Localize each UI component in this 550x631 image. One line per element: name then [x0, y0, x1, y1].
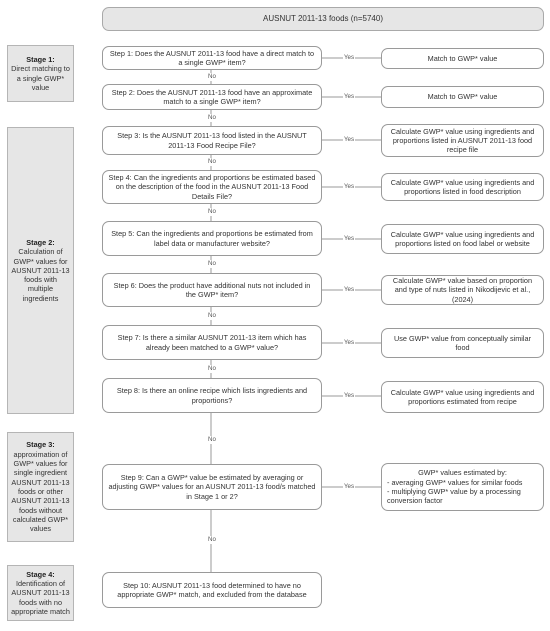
stage-2-panel: Stage 2: Calculation of GWP* values for …: [7, 127, 74, 414]
stage-4-description: Identification of AUSNUT 2011-13 foods w…: [11, 579, 70, 616]
no-label-3: No: [207, 158, 217, 166]
no-label-9: No: [207, 536, 217, 544]
no-label-5: No: [207, 260, 217, 268]
outcome-8-text: Calculate GWP* value using ingredients a…: [390, 387, 535, 406]
outcome-2-text: Match to GWP* value: [427, 92, 498, 102]
no-label-4: No: [207, 208, 217, 216]
yes-label-5: Yes: [343, 235, 356, 243]
yes-label-3: Yes: [343, 136, 356, 144]
step-1-text: Step 1: Does the AUSNUT 2011-13 food hav…: [109, 48, 315, 67]
outcome-6-text: Calculate GWP* value based on proportion…: [392, 276, 533, 304]
no-label-6: No: [207, 312, 217, 320]
step-8-box: Step 8: Is there an online recipe which …: [102, 378, 322, 413]
step-7-text: Step 7: Is there a similar AUSNUT 2011-1…: [117, 333, 307, 352]
step-8-text: Step 8: Is there an online recipe which …: [116, 386, 308, 405]
step-10-box: Step 10: AUSNUT 2011-13 food determined …: [102, 572, 322, 608]
step-9-box: Step 9: Can a GWP* value be estimated by…: [102, 464, 322, 510]
stage-2-title: Stage 2:: [26, 237, 55, 247]
step-4-box: Step 4: Can the ingredients and proporti…: [102, 170, 322, 204]
outcome-3-text: Calculate GWP* value using ingredients a…: [390, 126, 535, 155]
step-2-box: Step 2: Does the AUSNUT 2011-13 food hav…: [102, 84, 322, 110]
step-5-text: Step 5: Can the ingredients and proporti…: [111, 229, 313, 248]
no-label-1: No: [207, 73, 217, 81]
outcome-9-title: GWP* values estimated by:: [418, 468, 507, 478]
outcome-1-box: Match to GWP* value: [381, 48, 544, 69]
step-3-box: Step 3: Is the AUSNUT 2011-13 food liste…: [102, 126, 322, 155]
yes-label-4: Yes: [343, 183, 356, 191]
step-5-box: Step 5: Can the ingredients and proporti…: [102, 221, 322, 256]
outcome-8-box: Calculate GWP* value using ingredients a…: [381, 381, 544, 413]
outcome-7-text: Use GWP* value from conceptually similar…: [393, 333, 532, 352]
step-6-box: Step 6: Does the product have additional…: [102, 273, 322, 307]
outcome-9-list: - averaging GWP* values for similar food…: [387, 478, 538, 506]
outcome-3-box: Calculate GWP* value using ingredients a…: [381, 124, 544, 157]
step-4-text: Step 4: Can the ingredients and proporti…: [108, 173, 316, 201]
outcome-5-box: Calculate GWP* value using ingredients a…: [381, 224, 544, 254]
yes-label-7: Yes: [343, 339, 356, 347]
stage-3-description: approximation of GWP* values for single …: [11, 449, 70, 534]
outcome-6-box: Calculate GWP* value based on proportion…: [381, 275, 544, 305]
step-3-text: Step 3: Is the AUSNUT 2011-13 food liste…: [117, 131, 307, 150]
no-label-8: No: [207, 436, 217, 444]
step-7-box: Step 7: Is there a similar AUSNUT 2011-1…: [102, 325, 322, 360]
stage-2-description: Calculation of GWP* values for AUSNUT 20…: [11, 247, 70, 303]
outcome-4-text: Calculate GWP* value using ingredients a…: [390, 177, 535, 196]
step-10-text: Step 10: AUSNUT 2011-13 food determined …: [117, 580, 307, 599]
outcome-7-box: Use GWP* value from conceptually similar…: [381, 328, 544, 358]
yes-label-6: Yes: [343, 286, 356, 294]
no-label-2: No: [207, 114, 217, 122]
yes-label-1: Yes: [343, 54, 356, 62]
stage-4-panel: Stage 4: Identification of AUSNUT 2011-1…: [7, 565, 74, 621]
step-1-box: Step 1: Does the AUSNUT 2011-13 food hav…: [102, 46, 322, 70]
stage-1-panel: Stage 1: Direct matching to a single GWP…: [7, 45, 74, 102]
top-box: AUSNUT 2011-13 foods (n=5740): [102, 7, 544, 31]
stage-1-description: Direct matching to a single GWP* value: [11, 64, 70, 92]
stage-1-title: Stage 1:: [26, 54, 55, 64]
outcome-4-box: Calculate GWP* value using ingredients a…: [381, 173, 544, 201]
no-label-7: No: [207, 365, 217, 373]
outcome-9-item-2: - multiplying GWP* value by a processing…: [387, 487, 521, 506]
stage-4-title: Stage 4:: [26, 569, 55, 579]
step-6-text: Step 6: Does the product have additional…: [113, 280, 311, 299]
stage-3-title: Stage 3:: [26, 440, 55, 450]
outcome-9-box: GWP* values estimated by: - averaging GW…: [381, 463, 544, 511]
stage-3-panel: Stage 3: approximation of GWP* values fo…: [7, 432, 74, 542]
step-2-text: Step 2: Does the AUSNUT 2011-13 food hav…: [111, 87, 313, 106]
outcome-2-box: Match to GWP* value: [381, 86, 544, 108]
yes-label-9: Yes: [343, 483, 356, 491]
yes-label-8: Yes: [343, 392, 356, 400]
top-box-label: AUSNUT 2011-13 foods (n=5740): [263, 13, 383, 23]
outcome-9-item-1: - averaging GWP* values for similar food…: [387, 477, 523, 487]
outcome-1-text: Match to GWP* value: [427, 53, 498, 63]
outcome-5-text: Calculate GWP* value using ingredients a…: [390, 229, 535, 248]
yes-label-2: Yes: [343, 93, 356, 101]
step-9-text: Step 9: Can a GWP* value be estimated by…: [108, 473, 316, 501]
